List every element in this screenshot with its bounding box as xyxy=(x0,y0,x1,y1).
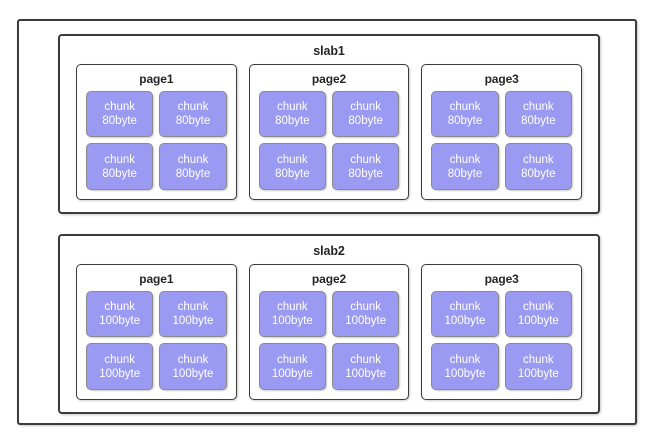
chunk-grid-slab2-page1: chunk 100byte chunk 100byte chunk 100byt… xyxy=(77,290,236,400)
page-title-slab2-page1: page1 xyxy=(139,271,174,286)
chunk-size: 100byte xyxy=(345,367,387,380)
chunk-box: chunk 80byte xyxy=(86,143,154,190)
chunk-box: chunk 100byte xyxy=(332,343,400,390)
chunk-label: chunk xyxy=(104,100,135,113)
chunk-label: chunk xyxy=(276,100,308,113)
page-row-slab2: page1 chunk 100byte chunk 100byte xyxy=(60,263,598,413)
chunk-box: chunk 100byte xyxy=(159,290,227,338)
chunk-label: chunk xyxy=(104,353,135,366)
chunk-box: chunk 100byte xyxy=(258,290,326,338)
page-title-slab1-page1: page1 xyxy=(139,71,174,86)
chunk-box: chunk 80byte xyxy=(431,90,499,138)
chunk-label: chunk xyxy=(177,353,209,366)
chunk-label: chunk xyxy=(276,300,308,313)
chunk-label: chunk xyxy=(177,153,209,166)
chunk-label: chunk xyxy=(523,300,554,313)
chunk-box: chunk 100byte xyxy=(431,290,499,338)
chunk-size: 100byte xyxy=(172,367,214,380)
page-box-slab1-page3: page3 chunk 80byte chunk 80byte xyxy=(421,63,583,200)
chunk-size: 80byte xyxy=(102,114,137,127)
chunk-box: chunk 100byte xyxy=(332,290,400,338)
page-box-slab1-page1: page1 chunk 80byte chunk 80byte xyxy=(76,63,237,200)
chunk-box: chunk 80byte xyxy=(431,143,499,190)
chunk-label: chunk xyxy=(350,300,382,313)
chunk-label: chunk xyxy=(449,300,481,313)
chunk-grid-slab1-page2: chunk 80byte chunk 80byte chunk 80byte xyxy=(250,90,409,200)
chunk-box: chunk 100byte xyxy=(504,290,573,338)
slab-title-2: slab2 xyxy=(313,244,345,258)
chunk-size: 100byte xyxy=(444,367,486,380)
chunk-label: chunk xyxy=(523,100,554,113)
chunk-size: 100byte xyxy=(99,314,141,327)
chunk-grid-slab1-page3: chunk 80byte chunk 80byte chunk 80byte xyxy=(422,90,581,200)
chunk-size: 80byte xyxy=(175,114,211,127)
chunk-size: 100byte xyxy=(444,314,486,327)
chunk-box: chunk 80byte xyxy=(159,90,227,138)
chunk-size: 100byte xyxy=(172,314,214,327)
chunk-box: chunk 80byte xyxy=(332,90,400,138)
chunk-label: chunk xyxy=(104,153,135,166)
chunk-box: chunk 100byte xyxy=(86,343,154,390)
chunk-size: 80byte xyxy=(447,114,483,127)
page-title-slab2-page2: page2 xyxy=(311,271,347,286)
chunk-size: 80byte xyxy=(447,167,483,180)
page-box-slab2-page3: page3 chunk 100byte chunk 100byte xyxy=(421,263,583,400)
memory-outer-frame: slab1 page1 chunk 80byte chunk 80b xyxy=(17,19,637,425)
page-title-slab2-page3: page3 xyxy=(484,271,519,286)
page-box-slab2-page2: page2 chunk 100byte chunk 100byte xyxy=(248,263,410,400)
page-title-slab1-page2: page2 xyxy=(311,71,347,86)
chunk-label: chunk xyxy=(449,353,481,366)
chunk-label: chunk xyxy=(449,100,481,113)
chunk-box: chunk 100byte xyxy=(431,343,499,390)
chunk-label: chunk xyxy=(177,300,209,313)
page-box-slab2-page1: page1 chunk 100byte chunk 100byte xyxy=(76,263,237,400)
chunk-size: 100byte xyxy=(517,314,559,327)
chunk-box: chunk 80byte xyxy=(159,143,227,190)
chunk-label: chunk xyxy=(350,153,382,166)
chunk-size: 100byte xyxy=(271,314,313,327)
chunk-box: chunk 80byte xyxy=(504,90,573,138)
chunk-size: 80byte xyxy=(275,114,310,127)
chunk-box: chunk 80byte xyxy=(332,143,400,190)
chunk-size: 80byte xyxy=(348,167,383,180)
slab-container-2: slab2 page1 chunk 100byte chunk 10 xyxy=(58,234,600,414)
chunk-size: 100byte xyxy=(345,314,387,327)
slab-stack: slab1 page1 chunk 80byte chunk 80b xyxy=(58,34,600,414)
chunk-label: chunk xyxy=(350,353,382,366)
chunk-box: chunk 80byte xyxy=(86,90,154,138)
chunk-box: chunk 80byte xyxy=(258,143,326,190)
chunk-label: chunk xyxy=(177,100,209,113)
chunk-label: chunk xyxy=(276,153,308,166)
slab-container-1: slab1 page1 chunk 80byte chunk 80b xyxy=(58,34,600,214)
slab-title-1: slab1 xyxy=(313,44,345,58)
chunk-size: 100byte xyxy=(271,367,313,380)
chunk-grid-slab1-page1: chunk 80byte chunk 80byte chunk 80byte xyxy=(77,90,236,200)
page-row-slab1: page1 chunk 80byte chunk 80byte xyxy=(60,63,598,213)
chunk-label: chunk xyxy=(523,353,554,366)
chunk-label: chunk xyxy=(276,353,308,366)
chunk-box: chunk 80byte xyxy=(504,143,573,190)
chunk-size: 80byte xyxy=(275,167,310,180)
chunk-box: chunk 100byte xyxy=(159,343,227,390)
chunk-box: chunk 100byte xyxy=(258,343,326,390)
page-box-slab1-page2: page2 chunk 80byte chunk 80byte xyxy=(248,63,410,200)
chunk-box: chunk 100byte xyxy=(504,343,573,390)
chunk-box: chunk 80byte xyxy=(258,90,326,138)
page-title-slab1-page3: page3 xyxy=(484,71,519,86)
chunk-size: 80byte xyxy=(175,167,211,180)
chunk-grid-slab2-page2: chunk 100byte chunk 100byte chunk 100byt… xyxy=(250,290,409,400)
chunk-label: chunk xyxy=(449,153,481,166)
chunk-grid-slab2-page3: chunk 100byte chunk 100byte chunk 100byt… xyxy=(422,290,581,400)
chunk-label: chunk xyxy=(104,300,135,313)
chunk-label: chunk xyxy=(523,153,554,166)
chunk-size: 80byte xyxy=(348,114,383,127)
chunk-size: 100byte xyxy=(99,367,141,380)
chunk-size: 80byte xyxy=(521,114,556,127)
chunk-box: chunk 100byte xyxy=(86,290,154,338)
chunk-size: 80byte xyxy=(521,167,556,180)
chunk-size: 100byte xyxy=(517,367,559,380)
chunk-label: chunk xyxy=(350,100,382,113)
chunk-size: 80byte xyxy=(102,167,137,180)
